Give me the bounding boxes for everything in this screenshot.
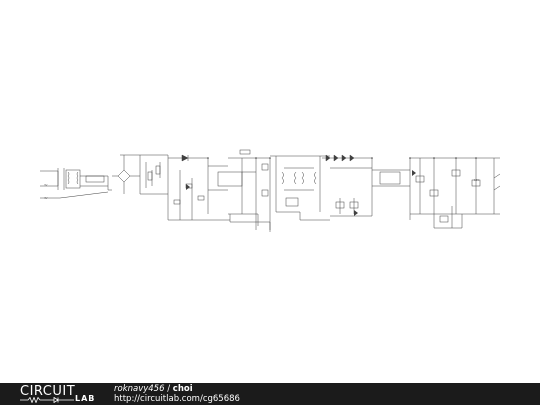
schematic-label: 3V [44, 183, 48, 187]
logo-text-circuit: CIRCUIT [20, 384, 76, 399]
schematic-canvas: 3V 4V 12V [40, 149, 501, 232]
circuit-schematic: 3V 4V 12V [40, 149, 501, 232]
circuit-url[interactable]: http://circuitlab.com/cg65686 [114, 394, 240, 404]
schematic-label: 4V [44, 196, 48, 200]
logo-text-lab: LAB [75, 394, 96, 403]
schematic-label: 12V [474, 178, 479, 182]
circuit-title[interactable]: choi [172, 384, 193, 394]
footer-bar: CIRCUIT LAB roknavy456 / choi http://cir… [0, 383, 540, 405]
path-separator: / [167, 384, 171, 394]
author-name[interactable]: roknavy456 [114, 384, 165, 394]
circuit-meta: roknavy456 / choi http://circuitlab.com/… [114, 384, 240, 404]
resistor-diode-icon [20, 397, 74, 403]
circuitlab-logo[interactable]: CIRCUIT LAB [20, 384, 100, 403]
